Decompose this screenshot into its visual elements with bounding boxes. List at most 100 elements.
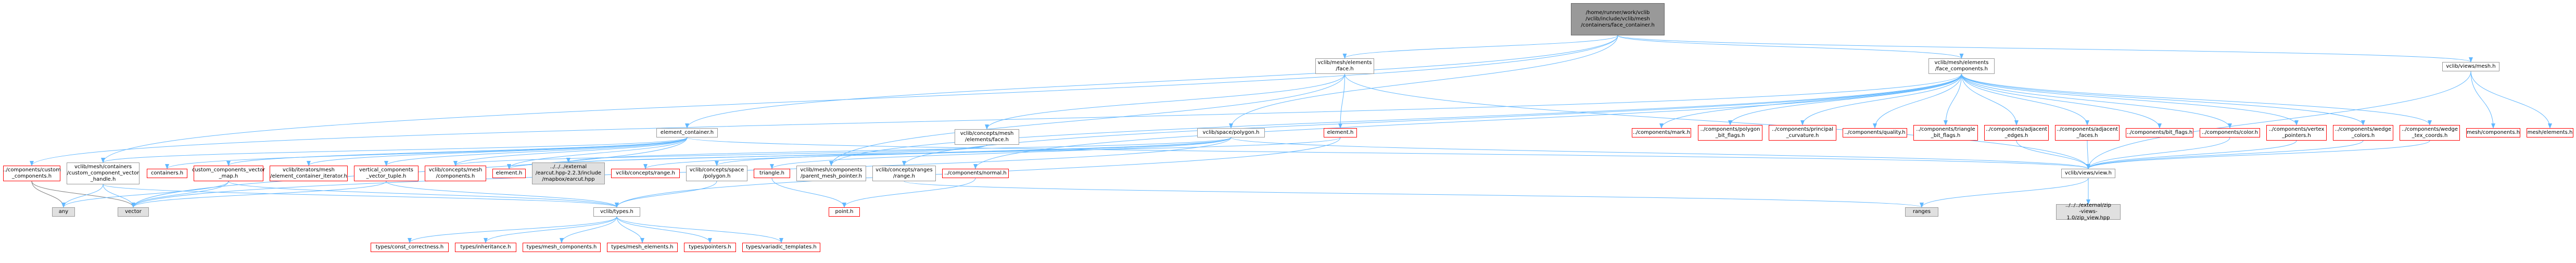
- node-label: containers.h: [150, 170, 184, 176]
- node-components-vertex-pointers[interactable]: ../components/vertex _pointers.h: [2266, 125, 2327, 141]
- node-iterators-element-container-iterator[interactable]: vclib/iterators/mesh /element_container_…: [270, 166, 348, 181]
- edge-element_container-to-views_view: [687, 137, 2090, 169]
- edge-elements_face_components-to-components_color: [1961, 73, 2232, 129]
- node-types-mesh-elements[interactable]: types/mesh_elements.h: [607, 243, 678, 252]
- node-types-pointers[interactable]: types/pointers.h: [684, 243, 736, 252]
- node-components-triangle-bit-flags[interactable]: ../components/triangle _bit_flags.h: [1913, 125, 1978, 141]
- node-components-wedge-colors[interactable]: ../components/wedge _colors.h: [2333, 125, 2393, 141]
- node-label: vclib/types.h: [600, 209, 633, 215]
- node-space-polygon[interactable]: vclib/space/polygon.h: [1197, 128, 1265, 137]
- node-containers-h[interactable]: containers.h: [147, 169, 187, 178]
- node-components-principal-curvature[interactable]: ../components/principal _curvature.h: [1769, 125, 1836, 141]
- edge-elements_face-to-mesh_components_parent_mesh_pointer: [829, 73, 1345, 166]
- edge-components_color-to-views_view: [2086, 137, 2230, 169]
- node-zip-view: ../../../external/zip -views-1.0/zip_vie…: [2056, 203, 2121, 221]
- node-mesh-components[interactable]: mesh/components.h: [2466, 128, 2520, 137]
- edge-components_vertex_pointers-to-views_view: [2086, 140, 2297, 169]
- node-concepts-mesh-elements-face[interactable]: vclib/concepts/mesh /elements/face.h: [955, 129, 1019, 145]
- node-components-polygon-bit-flags[interactable]: ../components/polygon _bit_flags.h: [1698, 125, 1762, 141]
- edge-elements_face-to-views_view: [1344, 73, 2090, 169]
- node-label: types/mesh_elements.h: [611, 244, 674, 250]
- node-mesh-elements[interactable]: mesh/elements.h: [2527, 128, 2573, 137]
- node-label: vclib/mesh/containers /custom_component_…: [67, 164, 139, 182]
- edge-components_custom_components-to-any: [31, 181, 66, 208]
- edge-space_polygon-to-triangle_h: [770, 137, 1232, 169]
- node-label: ../components/triangle _bit_flags.h: [1916, 127, 1975, 139]
- node-triangle-h[interactable]: triangle.h: [754, 169, 790, 178]
- node-label: ../components/normal.h: [944, 170, 1007, 176]
- edge-vertical_components_vector_tuple-to-vector: [131, 181, 387, 208]
- node-components-quality[interactable]: ../components/quality.h: [1843, 128, 1907, 137]
- node-custom-component-vector-handle[interactable]: vclib/mesh/containers /custom_component_…: [67, 162, 139, 184]
- node-label: vclib/mesh/elements /face.h: [1317, 60, 1372, 72]
- edge-element_container-to-custom_components_vector_map: [226, 137, 688, 166]
- edge-elements_face_components-to-components_mark: [1659, 73, 1962, 129]
- node-elements-face[interactable]: vclib/mesh/elements /face.h: [1315, 58, 1374, 74]
- node-concepts-mesh-components[interactable]: vclib/concepts/mesh /components.h: [425, 166, 486, 181]
- node-types-const-correctness[interactable]: types/const_correctness.h: [371, 243, 449, 252]
- edge-components_custom_components-to-vector: [31, 181, 135, 208]
- node-label: vclib/concepts/mesh /elements/face.h: [960, 131, 1014, 143]
- node-label: any: [58, 209, 69, 215]
- node-components-adjacent-faces[interactable]: ../components/adjacent _faces.h: [2055, 125, 2120, 141]
- node-label: mesh/elements.h: [2527, 130, 2573, 135]
- edge-root-to-elements_face_components: [1617, 35, 1964, 59]
- node-components-adjacent-edges[interactable]: ../components/adjacent _edges.h: [1984, 125, 2049, 141]
- node-label: triangle.h: [759, 170, 785, 176]
- edge-types_h-to-types_mesh_components: [560, 216, 617, 243]
- node-concepts-ranges-range[interactable]: vclib/concepts/ranges /range.h: [872, 166, 936, 181]
- edge-elements_face_components-to-components_quality: [1873, 73, 1962, 129]
- edge-elements_face_components-to-components_triangle_bit_flags: [1944, 73, 1962, 126]
- node-views-view[interactable]: vclib/views/view.h: [2061, 169, 2115, 178]
- node-label: vclib/mesh/components /parent_mesh_point…: [800, 167, 862, 179]
- node-vertical-components-vector-tuple[interactable]: vertical_components _vector_tuple.h: [354, 166, 418, 181]
- node-elements-face-components[interactable]: vclib/mesh/elements /face_components.h: [1928, 58, 1995, 74]
- node-components-bit-flags[interactable]: ../components/bit_flags.h: [2126, 128, 2193, 137]
- node-element-h[interactable]: element.h: [1324, 128, 1357, 137]
- edge-custom_components_vector_map-to-types_h: [228, 181, 619, 208]
- edge-elements_face_components-to-components_wedge_tex_coords: [1961, 73, 2432, 126]
- node-types-inheritance[interactable]: types/inheritance.h: [455, 243, 516, 252]
- node-components-color[interactable]: ../components/color.h: [2200, 128, 2260, 137]
- node-label: ../components/quality.h: [1844, 130, 1906, 135]
- node-label: element_container.h: [660, 130, 714, 135]
- edge-space_polygon-to-views_view: [1230, 137, 2090, 169]
- node-ranges: ranges: [1905, 207, 1938, 217]
- edge-views_mesh-to-mesh_elements: [2470, 71, 2552, 129]
- node-label: ../components/wedge _colors.h: [2334, 127, 2392, 139]
- node-label: vclib/concepts/range.h: [616, 170, 675, 176]
- node-components-normal[interactable]: ../components/normal.h: [942, 169, 1009, 178]
- node-element-h-2[interactable]: element.h: [492, 169, 526, 178]
- node-types-mesh-components[interactable]: types/mesh_components.h: [523, 243, 601, 252]
- node-components-custom-components[interactable]: ../components/custom _components.h: [3, 166, 61, 181]
- edge-types_h-to-types_const_correctness: [408, 216, 617, 243]
- node-custom-components-vector-map[interactable]: custom_components_vector _map.h: [192, 166, 265, 181]
- node-label: vclib/iterators/mesh /element_container_…: [270, 167, 347, 179]
- node-label: ../components/bit_flags.h: [2126, 130, 2193, 135]
- node-label: point.h: [835, 209, 854, 215]
- node-types-h[interactable]: vclib/types.h: [593, 207, 640, 217]
- edge-components_wedge_tex_coords-to-views_view: [2086, 140, 2430, 169]
- node-label: vclib/concepts/ranges /range.h: [875, 167, 933, 179]
- edge-vertical_components_vector_tuple-to-types_h: [386, 181, 619, 208]
- node-point-h[interactable]: point.h: [829, 207, 860, 217]
- node-concepts-range[interactable]: vclib/concepts/range.h: [611, 169, 680, 178]
- node-views-mesh[interactable]: vclib/views/mesh.h: [2442, 62, 2499, 71]
- node-label: types/inheritance.h: [460, 244, 511, 250]
- node-components-mark[interactable]: ../components/mark.h: [1632, 128, 1691, 137]
- node-concepts-space-polygon[interactable]: vclib/concepts/space /polygon.h: [686, 166, 747, 181]
- node-parent-mesh-pointer[interactable]: vclib/mesh/components /parent_mesh_point…: [796, 166, 866, 181]
- node-element-container[interactable]: element_container.h: [656, 128, 718, 137]
- node-label: element.h: [1327, 130, 1354, 135]
- edge-elements_face_components-to-components_adjacent_faces: [1961, 73, 2089, 126]
- node-label: ../components/custom _components.h: [3, 167, 61, 179]
- edge-custom_components_vector_map-to-vector: [131, 181, 229, 208]
- node-types-variadic-templates[interactable]: types/variadic_templates.h: [742, 243, 820, 252]
- node-label: ../components/mark.h: [1632, 130, 1691, 135]
- edge-root-to-element_container: [685, 35, 1618, 129]
- edge-components_wedge_colors-to-views_view: [2086, 140, 2364, 169]
- node-components-wedge-tex-coords[interactable]: ../components/wedge _tex_coords.h: [2400, 125, 2460, 141]
- edge-elements_face_components-to-components_principal_curvature: [1800, 73, 1962, 126]
